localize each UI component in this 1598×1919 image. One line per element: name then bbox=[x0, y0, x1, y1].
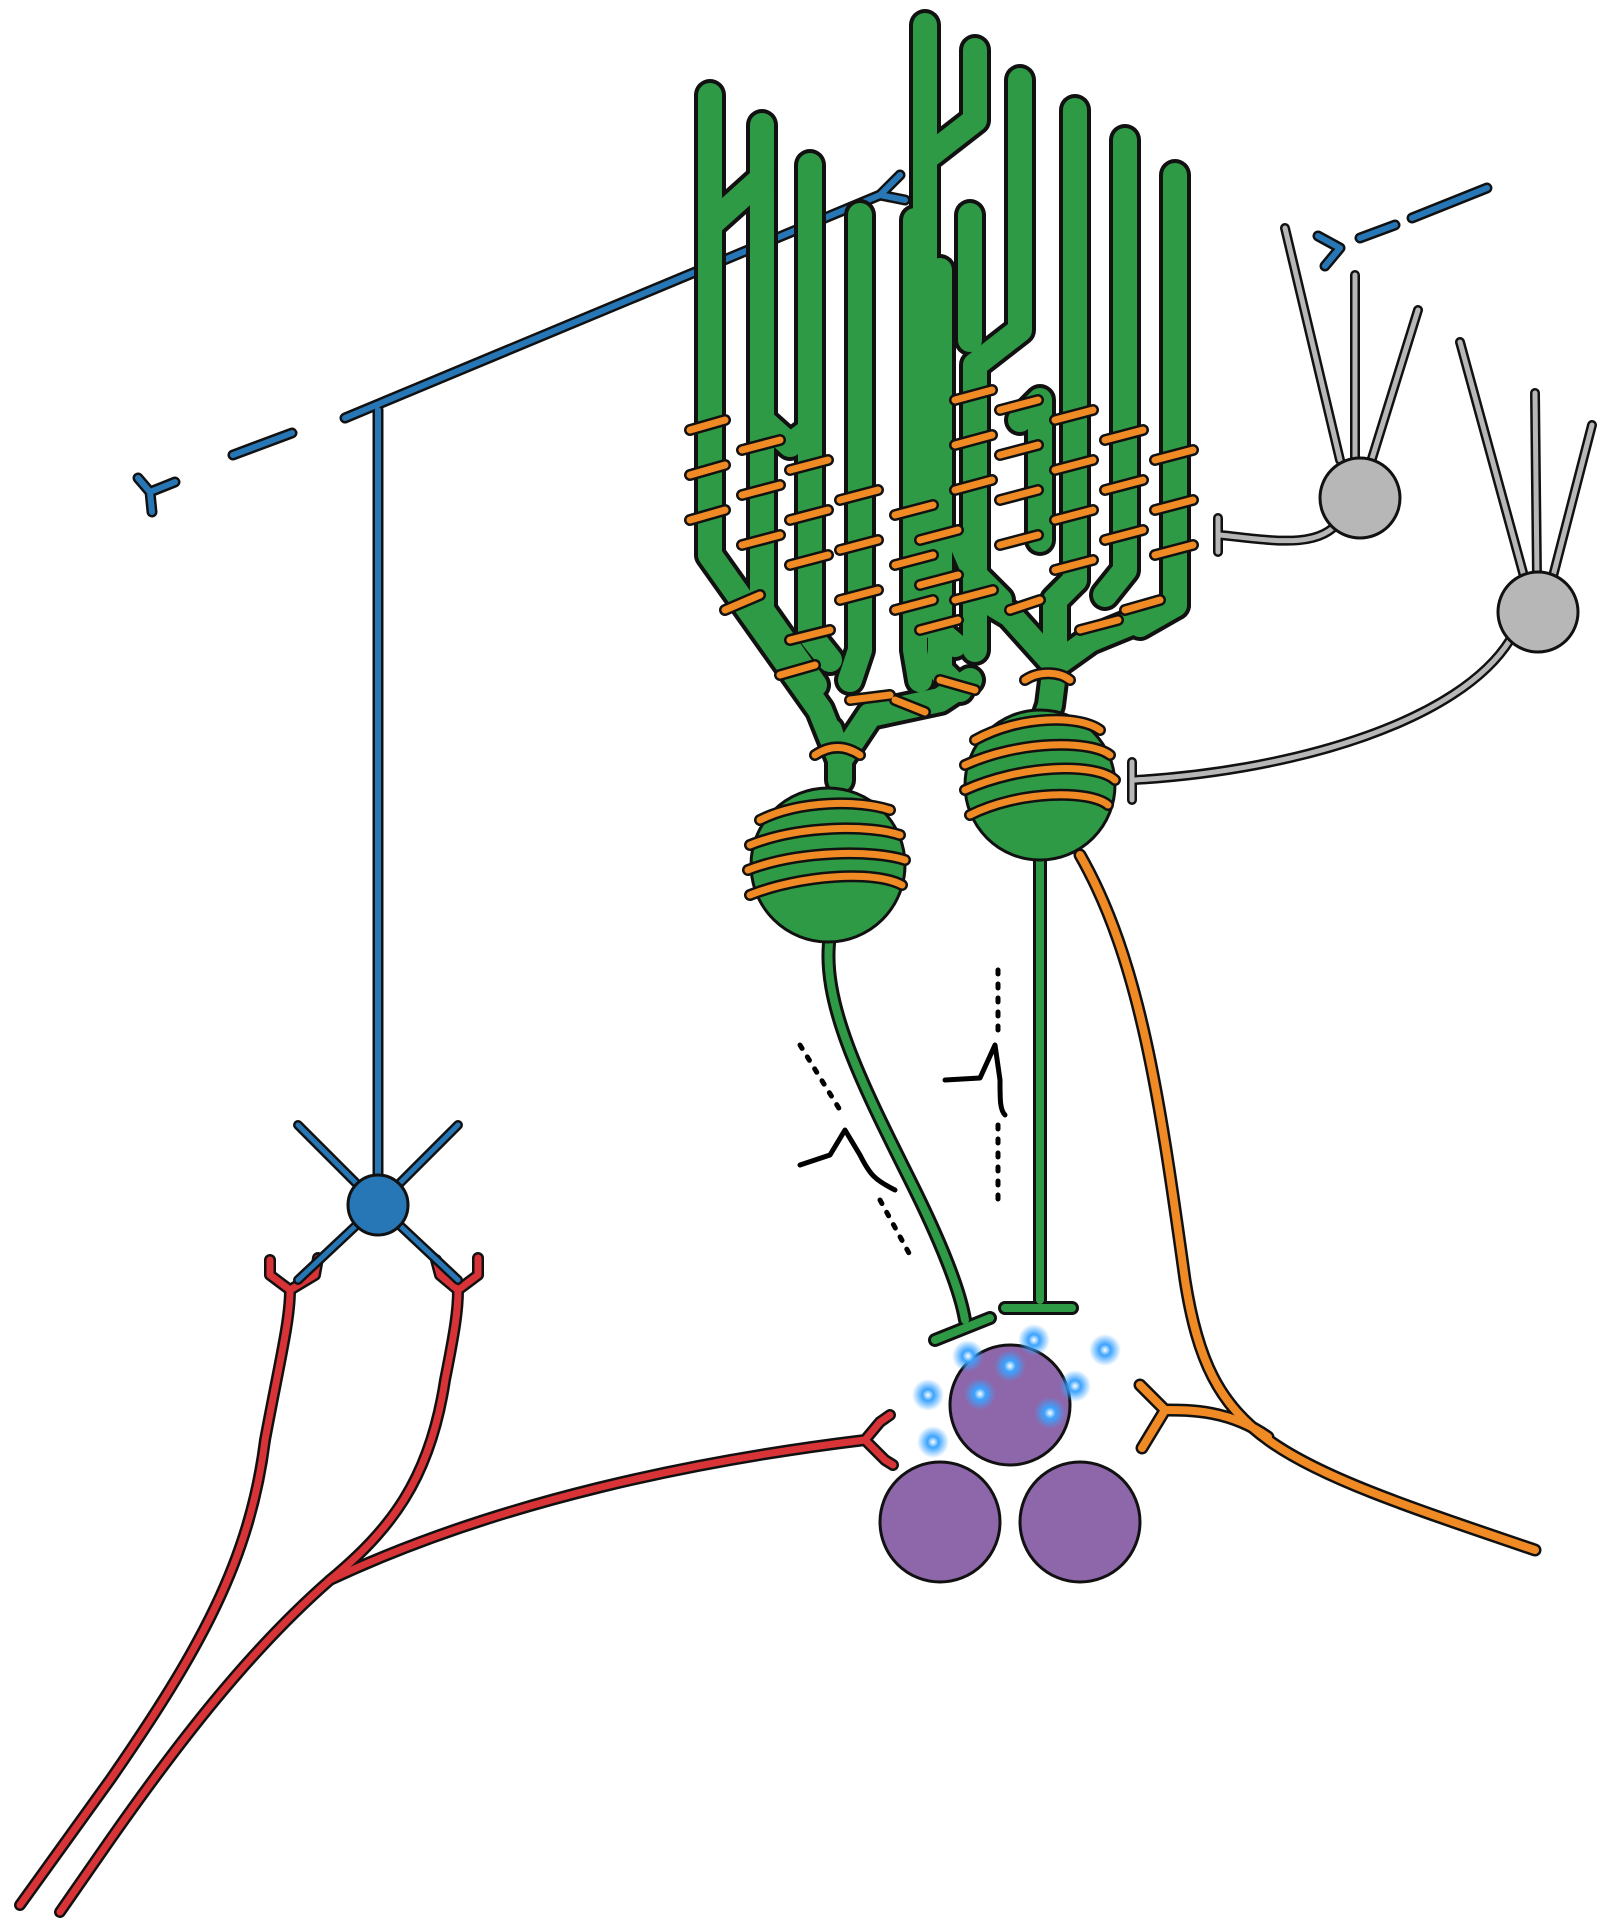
nuclear-neuron-right bbox=[1018, 1460, 1142, 1584]
neurotransmitter-vesicles bbox=[912, 1324, 1121, 1458]
action-potential-traces bbox=[797, 967, 1008, 1258]
basket-fiber bbox=[1073, 848, 1542, 1557]
interneuron-lower bbox=[1127, 337, 1597, 805]
vesicle bbox=[952, 1340, 984, 1372]
interneuron-lower-soma bbox=[1496, 570, 1580, 654]
nuclear-neuron-top bbox=[948, 1343, 1072, 1467]
vesicle bbox=[917, 1426, 949, 1458]
spike-trace-right bbox=[942, 1042, 1008, 1118]
deep-nuclear-neurons bbox=[878, 1343, 1142, 1584]
purkinje-axons bbox=[821, 848, 1079, 1347]
granule-cell-soma bbox=[346, 1173, 410, 1237]
nuclear-neuron-left bbox=[878, 1460, 1002, 1584]
vesicle bbox=[1089, 1334, 1121, 1366]
interneuron-upper-soma bbox=[1318, 456, 1402, 540]
granule-cell bbox=[293, 1120, 463, 1285]
vesicle bbox=[1034, 1397, 1066, 1429]
vesicle bbox=[994, 1350, 1026, 1382]
parallel-fiber bbox=[132, 169, 1493, 1211]
interneuron-upper bbox=[1213, 223, 1423, 557]
basket-wraps-somas bbox=[742, 667, 1121, 901]
vesicle bbox=[964, 1378, 996, 1410]
climbing-fiber bbox=[14, 1252, 899, 1918]
purkinje-dendrites bbox=[694, 9, 1191, 796]
vesicle bbox=[912, 1379, 944, 1411]
dotted-line-left-lower bbox=[877, 1197, 913, 1258]
dotted-line-left-upper bbox=[797, 1042, 843, 1113]
vesicle bbox=[1059, 1370, 1091, 1402]
spike-trace-left bbox=[797, 1127, 898, 1193]
vesicle bbox=[1018, 1324, 1050, 1356]
basket-wraps-dendrites bbox=[684, 384, 1199, 718]
